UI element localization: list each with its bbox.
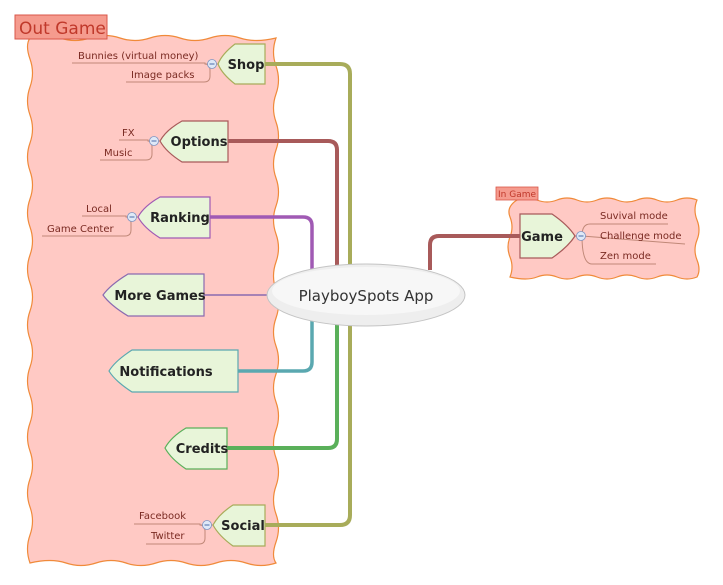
topic-game[interactable]: Game [519, 213, 576, 259]
topic-notifications[interactable]: Notifications [108, 349, 239, 393]
connector-shop [265, 62, 352, 276]
collapse-toggle-game[interactable] [576, 231, 586, 241]
collapse-toggle-social[interactable] [202, 520, 212, 530]
topic-social-label: Social [221, 519, 265, 534]
leaf-game-survival-mode[interactable]: Suvival mode [600, 211, 668, 222]
leaf-game-zen-mode[interactable]: Zen mode [600, 251, 651, 262]
boundary-out-game-title: Out Game [19, 19, 106, 39]
boundary-in-game-title: In Game [498, 190, 536, 200]
leaf-shop-bunnies[interactable]: Bunnies (virtual money) [78, 51, 199, 62]
connector-social [265, 314, 352, 527]
branch-connectors [204, 62, 520, 527]
collapse-toggle-options[interactable] [149, 136, 159, 146]
topic-credits-label: Credits [176, 442, 229, 457]
leaf-shop-image-packs[interactable]: Image packs [131, 70, 194, 81]
topic-options[interactable]: Options [159, 120, 229, 163]
central-topic-label: PlayboySpots App [299, 287, 434, 305]
leaf-labels: Bunnies (virtual money) Image packs FX M… [47, 51, 682, 542]
topic-social[interactable]: Social [212, 504, 266, 547]
topic-credits[interactable]: Credits [164, 427, 229, 470]
leaf-options-fx[interactable]: FX [122, 128, 135, 139]
collapse-toggles [127, 59, 586, 530]
leaf-game-challenge-mode[interactable]: Challenge mode [600, 231, 682, 242]
connector-options [228, 139, 339, 272]
topic-shop[interactable]: Shop [217, 43, 266, 85]
leaf-social-facebook[interactable]: Facebook [139, 511, 186, 522]
topic-game-label: Game [521, 230, 563, 245]
topic-ranking-label: Ranking [150, 211, 210, 226]
topic-more-games-label: More Games [114, 289, 205, 304]
topic-more-games[interactable]: More Games [102, 273, 206, 317]
topic-options-label: Options [171, 135, 228, 150]
topic-shop-label: Shop [228, 58, 265, 73]
connector-notifications [238, 308, 314, 373]
connector-ranking [210, 215, 314, 282]
central-topic[interactable]: PlayboySpots App [266, 263, 466, 327]
connector-game [428, 234, 520, 270]
topic-ranking[interactable]: Ranking [137, 196, 211, 239]
connector-credits [227, 318, 339, 450]
leaf-ranking-game-center[interactable]: Game Center [47, 224, 114, 235]
topic-notifications-label: Notifications [119, 365, 212, 380]
leaf-options-music[interactable]: Music [104, 148, 132, 159]
leaf-social-twitter[interactable]: Twitter [150, 531, 185, 542]
collapse-toggle-shop[interactable] [207, 59, 217, 69]
collapse-toggle-ranking[interactable] [127, 212, 137, 222]
leaf-ranking-local[interactable]: Local [86, 204, 112, 215]
